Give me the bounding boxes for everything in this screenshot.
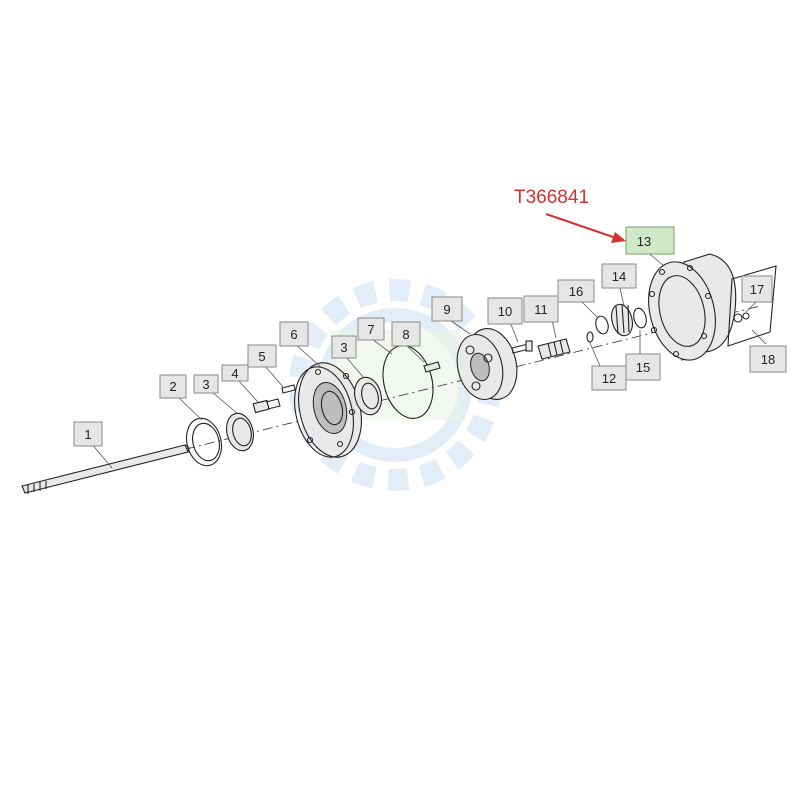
red-arrow xyxy=(545,213,617,239)
callout-1: 1 xyxy=(73,421,103,447)
svg-text:12: 12 xyxy=(602,371,616,386)
svg-text:9: 9 xyxy=(443,302,450,317)
svg-text:2: 2 xyxy=(169,379,176,394)
svg-text:8: 8 xyxy=(402,327,409,342)
part-16-snap-ring xyxy=(595,315,609,335)
part-3-bearing-ring-2 xyxy=(354,376,382,416)
part-2-seal-ring xyxy=(185,417,223,467)
svg-text:15: 15 xyxy=(636,360,650,375)
svg-text:14: 14 xyxy=(612,269,626,284)
callout-7: 7 xyxy=(357,317,385,341)
part-18-cover-gasket xyxy=(727,265,777,347)
callout-14: 14 xyxy=(601,263,637,289)
part-5-pin xyxy=(281,384,296,394)
part-11-sun-gear-shaft xyxy=(537,338,571,360)
svg-text:16: 16 xyxy=(569,284,583,299)
callout-9: 9 xyxy=(431,296,463,322)
callout-13-highlighted: 13 xyxy=(625,226,675,255)
svg-text:1: 1 xyxy=(84,427,91,442)
svg-text:17: 17 xyxy=(750,282,764,297)
callout-6: 6 xyxy=(279,321,309,347)
callout-11: 11 xyxy=(523,295,559,323)
svg-text:6: 6 xyxy=(290,327,297,342)
callout-16: 16 xyxy=(557,279,595,303)
callout-10: 10 xyxy=(487,297,523,325)
svg-text:7: 7 xyxy=(367,322,374,337)
part-12-ring xyxy=(586,331,594,343)
svg-text:18: 18 xyxy=(761,352,775,367)
part-number-annotation: T366841 xyxy=(514,187,626,243)
part-9-planet-carrier xyxy=(456,328,518,401)
svg-text:10: 10 xyxy=(498,304,512,319)
callout-17: 17 xyxy=(741,275,773,303)
red-arrow-head xyxy=(611,232,626,243)
part-13-ring-gear-housing xyxy=(648,253,737,361)
part-6-hub-housing xyxy=(294,362,362,458)
part-14-bearing xyxy=(611,303,633,337)
svg-text:3: 3 xyxy=(340,340,347,355)
part-number-label: T366841 xyxy=(514,187,589,208)
part-8-dowel-pin xyxy=(423,361,441,373)
callout-4: 4 xyxy=(221,364,249,382)
svg-text:5: 5 xyxy=(258,349,265,364)
svg-text:11: 11 xyxy=(534,302,548,317)
part-3-bearing-ring xyxy=(226,412,254,452)
callout-12: 12 xyxy=(591,365,627,391)
svg-text:4: 4 xyxy=(231,366,238,381)
callout-8: 8 xyxy=(391,321,421,347)
part-4-bolt xyxy=(252,398,281,414)
callout-5: 5 xyxy=(247,344,277,368)
callout-18: 18 xyxy=(749,345,787,373)
part-15-bearing-cup xyxy=(633,307,647,329)
callout-3a: 3 xyxy=(193,374,219,394)
callout-15: 15 xyxy=(625,353,661,381)
part-1-axle-shaft xyxy=(21,444,190,494)
svg-text:3: 3 xyxy=(202,377,209,392)
part-17-plug xyxy=(733,312,750,323)
svg-text:13: 13 xyxy=(637,234,651,249)
part-10-bolt xyxy=(511,340,533,354)
callout-2: 2 xyxy=(159,374,187,399)
callout-3b: 3 xyxy=(331,335,357,359)
